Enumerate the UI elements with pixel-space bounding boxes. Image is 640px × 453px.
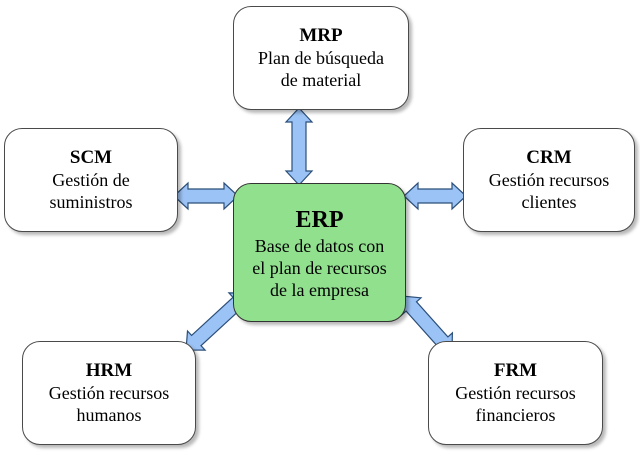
mrp-title: MRP <box>299 25 343 46</box>
frm-title: FRM <box>493 360 538 381</box>
erp-center-box: ERP Base de datos con el plan de recurso… <box>233 183 406 322</box>
scm-erp-arrow <box>173 181 239 211</box>
scm-box: SCM Gestión de suministros <box>4 128 178 232</box>
scm-title: SCM <box>69 147 113 168</box>
erp-description: Base de datos con el plan de recursos de… <box>252 235 387 300</box>
hrm-box: HRM Gestión recursos humanos <box>22 341 196 445</box>
crm-erp-arrow <box>403 181 467 211</box>
crm-title: CRM <box>526 147 572 168</box>
scm-description: Gestión de suministros <box>49 170 133 212</box>
mrp-box: MRP Plan de búsqueda de material <box>233 6 409 110</box>
mrp-description: Plan de búsqueda de material <box>258 48 384 90</box>
frm-box: FRM Gestión recursos financieros <box>428 341 603 445</box>
hrm-description: Gestión recursos humanos <box>48 383 170 425</box>
crm-description: Gestión recursos clientes <box>488 170 610 212</box>
hrm-title: HRM <box>85 360 133 381</box>
crm-box: CRM Gestión recursos clientes <box>463 128 635 232</box>
mrp-erp-arrow <box>284 107 314 186</box>
erp-title: ERP <box>295 206 344 233</box>
frm-description: Gestión recursos financieros <box>455 383 576 425</box>
